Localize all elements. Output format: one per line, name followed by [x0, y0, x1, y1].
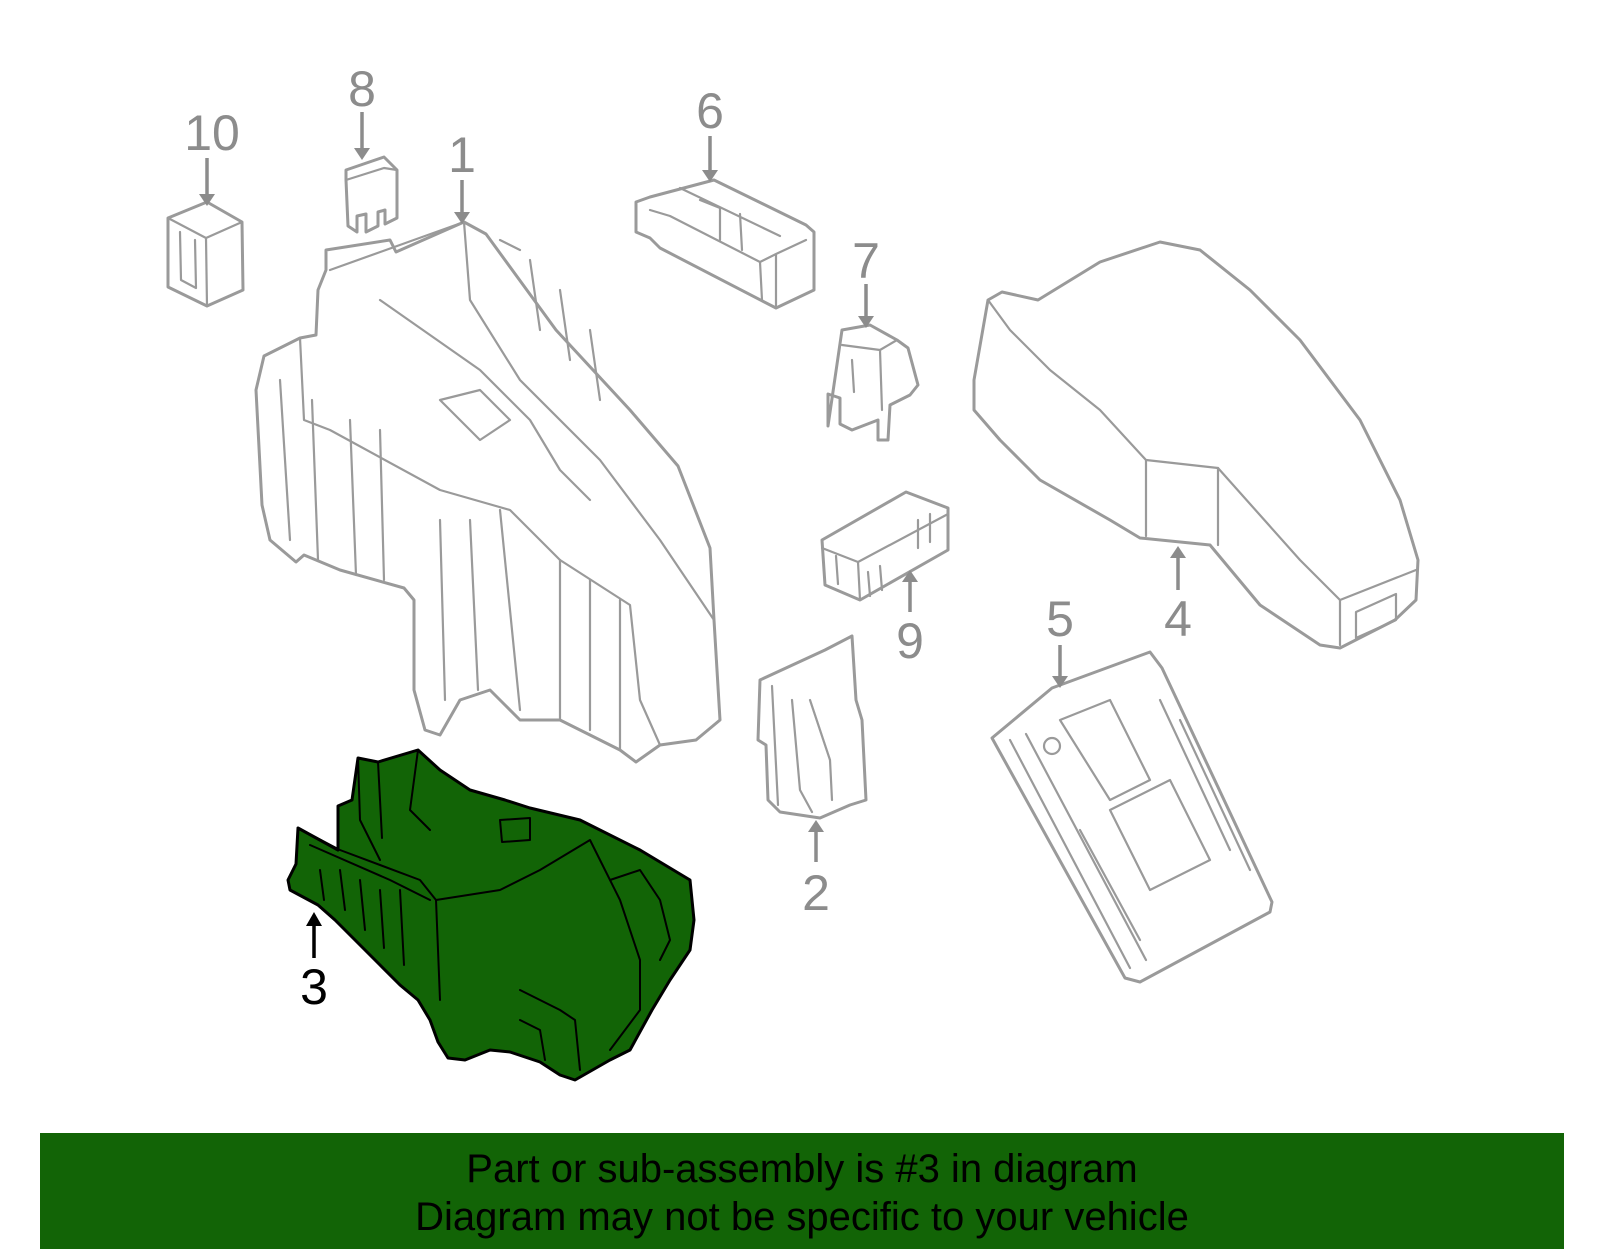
part-10-relay[interactable] [166, 200, 245, 308]
callout-2: 2 [802, 865, 830, 921]
callout-6: 6 [696, 83, 724, 139]
callout-1: 1 [448, 127, 476, 183]
callout-4: 4 [1164, 591, 1192, 647]
callout-labels: 10 8 1 6 7 9 4 5 2 3 [184, 61, 1192, 1015]
banner-line-disclaimer: Diagram may not be specific to your vehi… [415, 1195, 1189, 1239]
part-2-bracket[interactable] [756, 634, 868, 820]
part-1-fuse-box[interactable] [254, 220, 722, 764]
callout-5: 5 [1046, 591, 1074, 647]
callout-arrows [199, 112, 1186, 958]
callout-7: 7 [852, 233, 880, 289]
part-7-relay[interactable] [826, 323, 920, 442]
banner-line-part: Part or sub-assembly is #3 in diagram [466, 1147, 1138, 1191]
callout-10: 10 [184, 105, 240, 161]
part-3-lower-housing[interactable] [286, 748, 696, 1082]
info-banner: Part or sub-assembly is #3 in diagram Di… [40, 1133, 1564, 1249]
part-4-cover[interactable] [972, 240, 1420, 650]
part-9-connector[interactable] [820, 490, 950, 602]
part-6-connector[interactable] [634, 178, 816, 310]
part-8-fuse[interactable] [344, 155, 399, 234]
callout-8: 8 [348, 61, 376, 117]
callout-3: 3 [300, 959, 328, 1015]
part-5-fuse-board[interactable] [990, 650, 1274, 984]
callout-9: 9 [896, 613, 924, 669]
